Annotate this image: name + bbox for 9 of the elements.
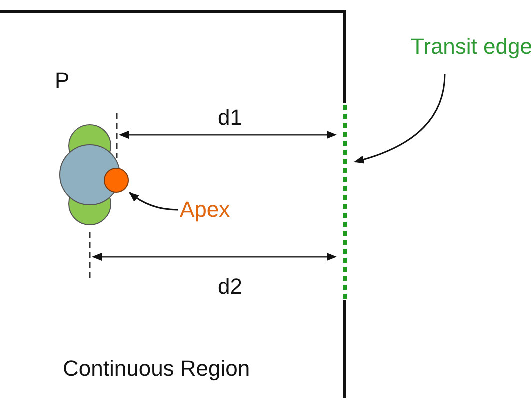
diagram-label: Continuous Region — [63, 358, 250, 380]
leader-line — [129, 192, 178, 211]
callout-text: Apex — [180, 199, 230, 221]
transit-edge-line — [341, 103, 349, 301]
apex-circle — [104, 168, 129, 193]
diagram-label: P — [55, 70, 70, 92]
diagram-label: d2 — [218, 276, 242, 298]
leader-line — [354, 74, 446, 164]
diagram-label: d1 — [218, 107, 242, 129]
